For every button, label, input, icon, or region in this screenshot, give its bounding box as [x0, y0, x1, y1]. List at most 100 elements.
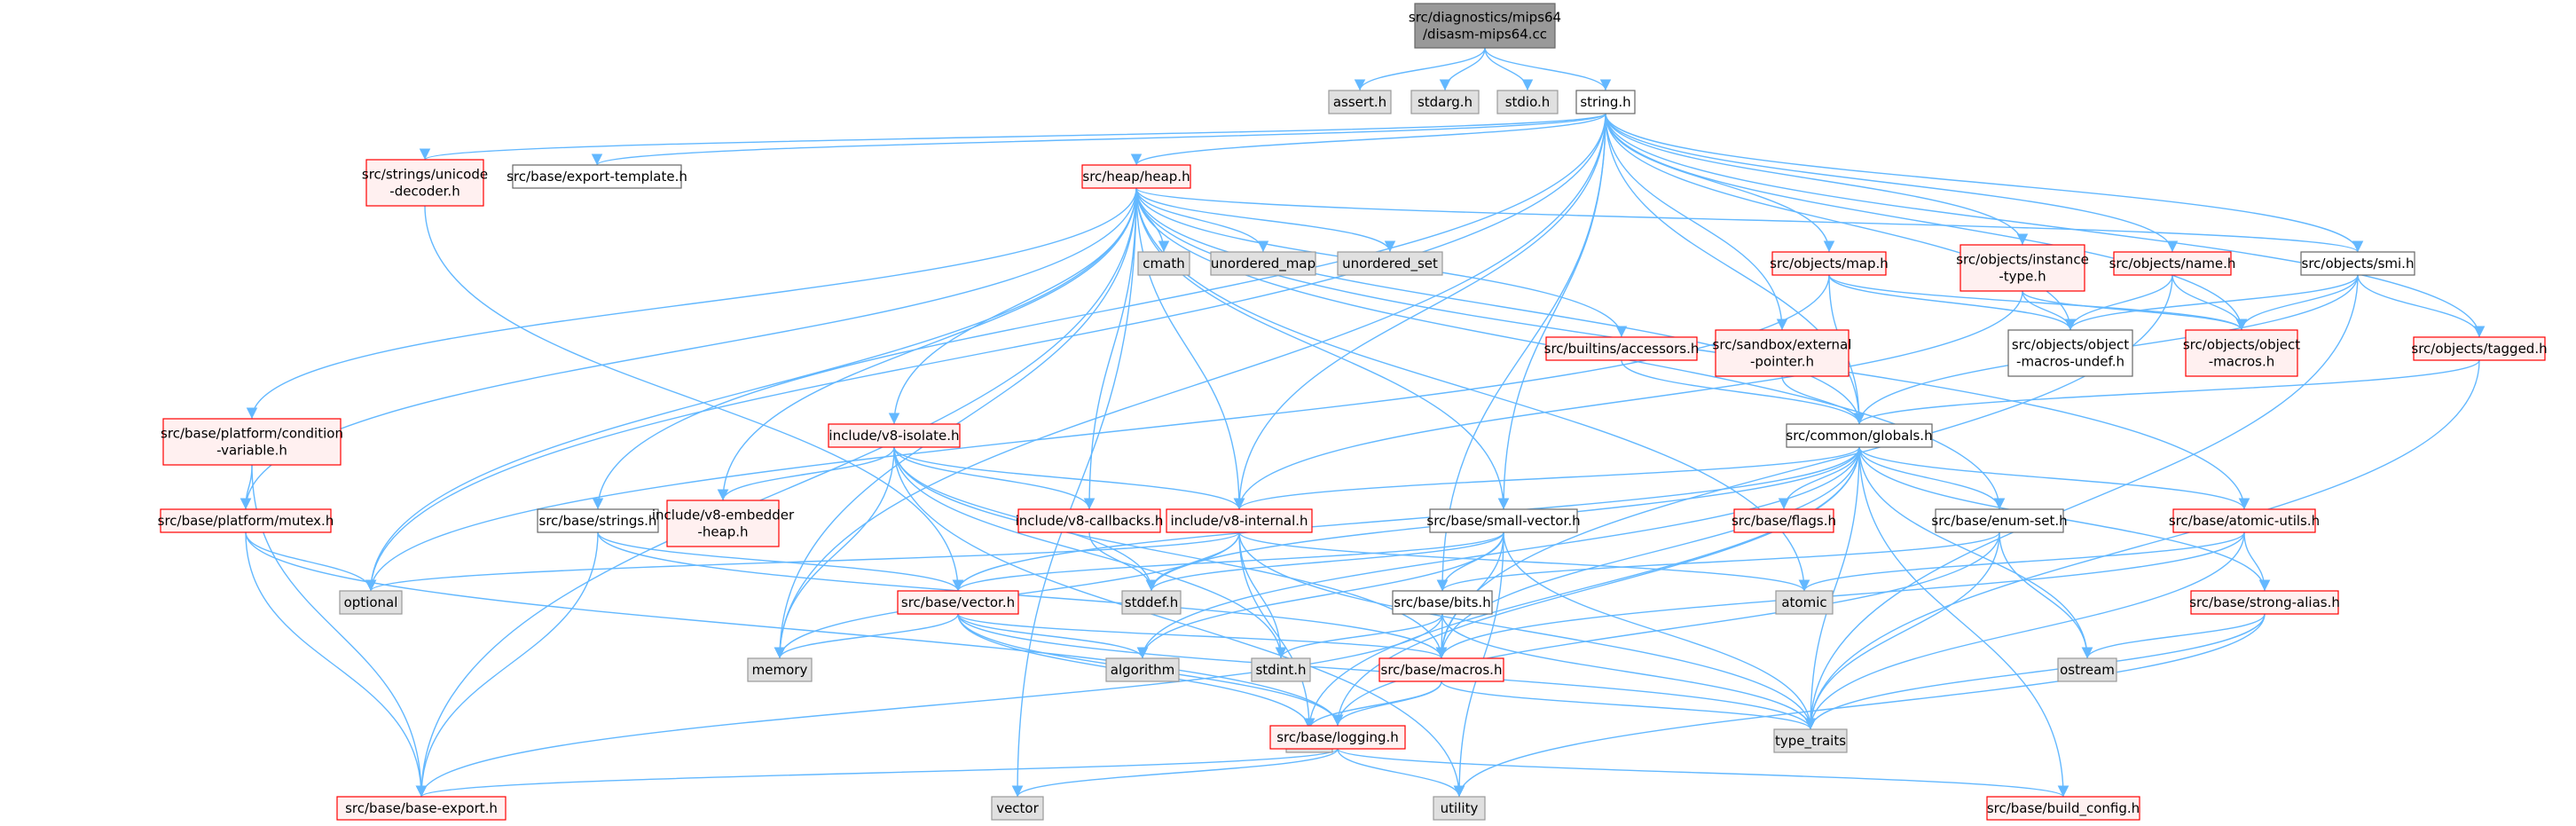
edge-heap-to-umap: [1135, 187, 1269, 253]
edge-root-to-stdio: [1484, 47, 1534, 91]
node-strings[interactable]: src/base/strings.h: [537, 508, 659, 533]
node-tagged[interactable]: src/objects/tagged.h: [2411, 336, 2548, 361]
edge-strings-to-macros: [597, 531, 1448, 659]
node-isolate[interactable]: include/v8-isolate.h: [828, 423, 961, 448]
edge-isolate-to-stdint: [893, 446, 1287, 659]
node-export_tmpl[interactable]: src/base/export-template.h: [507, 164, 687, 189]
node-stdint[interactable]: stdint.h: [1251, 657, 1311, 682]
node-string[interactable]: string.h: [1575, 90, 1636, 114]
node-atomic[interactable]: atomic: [1775, 590, 1834, 615]
edge-enumset-to-ostream: [1999, 531, 2093, 659]
edge-smi-to-macros_undef: [2064, 274, 2359, 331]
node-ostream[interactable]: ostream: [2057, 657, 2117, 682]
edge-root-to-stdarg: [1439, 47, 1486, 91]
node-stddef[interactable]: stddef.h: [1121, 590, 1182, 615]
node-flags[interactable]: src/base/flags.h: [1732, 508, 1836, 533]
node-box: [2172, 508, 2316, 533]
node-box: [1575, 90, 1636, 114]
edge-heap-to-mutex: [240, 187, 1137, 510]
node-macros[interactable]: src/base/macros.h: [1378, 657, 1504, 682]
node-globals[interactable]: src/common/globals.h: [1786, 423, 1933, 448]
node-accessors[interactable]: src/builtins/accessors.h: [1544, 336, 1700, 361]
node-smallvec[interactable]: src/base/small-vector.h: [1426, 508, 1581, 533]
node-stdarg[interactable]: stdarg.h: [1410, 90, 1480, 114]
node-root[interactable]: src/diagnostics/mips64/disasm-mips64.cc: [1409, 3, 1561, 49]
edge-globals-to-vector_h: [952, 446, 1860, 592]
node-baseexport[interactable]: src/base/base-export.h: [336, 796, 507, 821]
node-label: unordered_set: [1342, 256, 1438, 272]
node-label: src/base/strings.h: [539, 513, 657, 529]
node-vector[interactable]: vector: [991, 796, 1044, 821]
node-umap[interactable]: unordered_map: [1210, 251, 1316, 276]
node-mutex[interactable]: src/base/platform/mutex.h: [158, 508, 334, 533]
node-optional[interactable]: optional: [339, 590, 403, 615]
edge-string-to-sandbox: [1605, 113, 1788, 331]
edge-atomicutils-to-macros: [1435, 531, 2245, 659]
node-box: [1410, 90, 1480, 114]
node-label: src/base/macros.h: [1381, 662, 1503, 678]
node-label: assert.h: [1333, 94, 1386, 110]
node-assert[interactable]: assert.h: [1328, 90, 1392, 114]
node-box: [1328, 90, 1392, 114]
node-bits[interactable]: src/base/bits.h: [1392, 590, 1493, 615]
node-objname[interactable]: src/objects/name.h: [2109, 251, 2236, 276]
edge-globals-to-enumset: [1858, 446, 2006, 510]
node-smi[interactable]: src/objects/smi.h: [2300, 251, 2415, 276]
node-sandbox[interactable]: src/sandbox/external-pointer.h: [1713, 329, 1852, 377]
edge-smallvec-to-stddef: [1145, 531, 1504, 592]
node-label: src/objects/tagged.h: [2411, 341, 2547, 357]
node-box: [2190, 590, 2339, 615]
node-embedder[interactable]: include/v8-embedder-heap.h: [652, 500, 795, 547]
node-box: [1433, 796, 1486, 821]
node-heap[interactable]: src/heap/heap.h: [1081, 164, 1191, 189]
node-label: utility: [1441, 800, 1479, 816]
node-utility[interactable]: utility: [1433, 796, 1486, 821]
node-box: [2300, 251, 2415, 276]
edge-globals-to-atomicutils: [1858, 446, 2250, 510]
node-box: [1775, 590, 1834, 615]
node-callbacks[interactable]: include/v8-callbacks.h: [1016, 508, 1164, 533]
node-label: src/base/vector.h: [901, 594, 1015, 610]
edge-heap-to-uset: [1135, 187, 1396, 253]
edge-globals-to-buildcfg: [1858, 446, 2069, 798]
edge-strongalias-to-typetraits: [1804, 613, 2266, 730]
node-label: ostream: [2060, 662, 2115, 678]
node-label: src/strings/unicode: [362, 167, 488, 183]
edge-heap-to-internal: [1135, 187, 1245, 510]
node-label: -type.h: [1999, 269, 2046, 285]
edge-heap-to-baseexport: [415, 187, 1137, 798]
edge-tagged-to-typetraits: [1804, 359, 2480, 730]
node-label: -heap.h: [697, 524, 748, 540]
node-stdio[interactable]: stdio.h: [1496, 90, 1559, 114]
node-memory[interactable]: memory: [747, 657, 813, 682]
node-box: [1773, 728, 1848, 753]
dependency-edges: [240, 47, 2486, 798]
node-condvar[interactable]: src/base/platform/condition-variable.h: [161, 418, 343, 466]
edge-heap-to-memory: [774, 187, 1137, 659]
node-atomicutils[interactable]: src/base/atomic-utils.h: [2169, 508, 2320, 533]
node-vector_h[interactable]: src/base/vector.h: [897, 590, 1019, 615]
node-box: [2057, 657, 2117, 682]
node-objmap[interactable]: src/objects/map.h: [1770, 251, 1889, 276]
node-label: src/heap/heap.h: [1082, 169, 1190, 185]
node-unicode[interactable]: src/strings/unicode-decoder.h: [362, 159, 488, 207]
node-buildcfg[interactable]: src/base/build_config.h: [1986, 796, 2140, 821]
node-logging[interactable]: src/base/logging.h: [1269, 725, 1406, 750]
node-box: [747, 657, 813, 682]
node-box: [2185, 329, 2298, 377]
node-uset[interactable]: unordered_set: [1337, 251, 1443, 276]
node-internal[interactable]: include/v8-internal.h: [1166, 508, 1313, 533]
node-enumset[interactable]: src/base/enum-set.h: [1931, 508, 2068, 533]
node-insttype[interactable]: src/objects/instance-type.h: [1956, 244, 2089, 292]
node-typetraits[interactable]: type_traits: [1773, 728, 1848, 753]
node-box: [666, 500, 780, 547]
node-strongalias[interactable]: src/base/strong-alias.h: [2189, 590, 2340, 615]
node-box: [1935, 508, 2064, 533]
node-obj_macros[interactable]: src/objects/object-macros.h: [2183, 329, 2300, 377]
node-macros_undef[interactable]: src/objects/object-macros-undef.h: [2007, 329, 2133, 377]
node-algorithm[interactable]: algorithm: [1105, 657, 1180, 682]
node-cmath[interactable]: cmath: [1137, 251, 1190, 276]
node-label: stdarg.h: [1418, 94, 1473, 110]
edge-macros-to-logging: [1331, 680, 1442, 727]
edge-bits-to-baseexport: [415, 613, 1443, 798]
